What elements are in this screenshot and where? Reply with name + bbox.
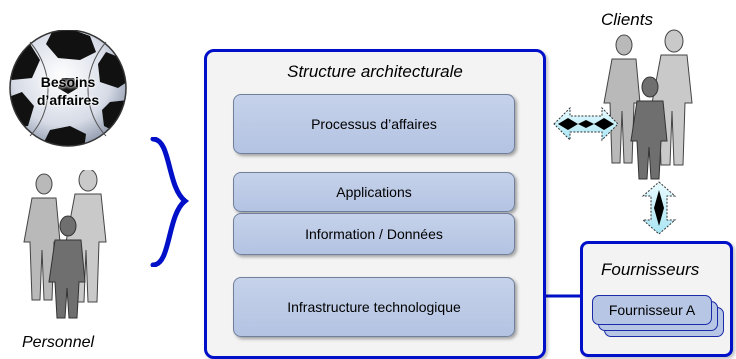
clients-label: Clients (601, 10, 653, 29)
personnel-group-icon (23, 170, 107, 319)
layer-infrastructure: Infrastructure technologique (233, 277, 515, 337)
vertical-double-arrow-icon (641, 181, 677, 235)
personnel-label: Personnel (22, 334, 95, 351)
business-needs-ball-icon (9, 30, 127, 147)
horizontal-double-arrow-icon (553, 106, 619, 142)
layer-business-process: Processus d’affaires (233, 94, 515, 154)
clients-group-icon (603, 29, 693, 180)
layer-applications: Applications (233, 172, 515, 212)
supplier-name: Fournisseur A (608, 302, 696, 318)
layer-information-data: Information / Données (233, 213, 515, 255)
supplier-card-front: Fournisseur A (592, 295, 712, 325)
business-needs-label: Besoins d’affaires (36, 74, 100, 108)
brace-icon (150, 137, 190, 267)
architecture-title: Structure architecturale (287, 62, 463, 81)
suppliers-title: Fournisseurs (601, 260, 700, 279)
